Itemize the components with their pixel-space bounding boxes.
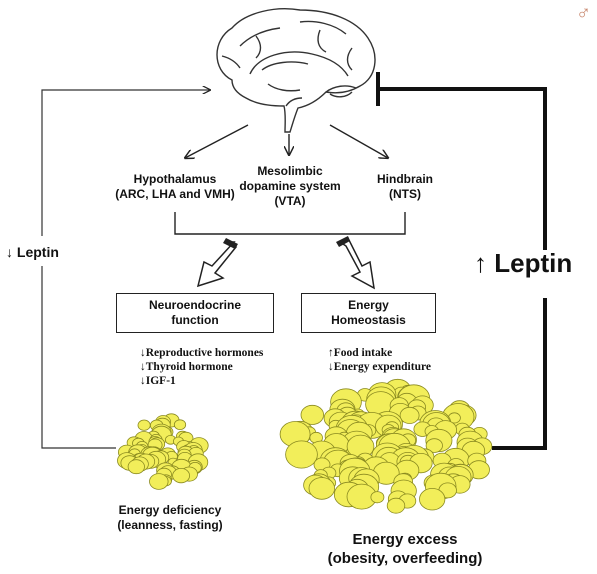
fat-cluster-small bbox=[117, 413, 209, 490]
neuroendocrine-box: Neuroendocrine function bbox=[116, 293, 274, 333]
energy-deficiency-label: Energy deficiency (leanness, fasting) bbox=[117, 503, 223, 532]
low-leptin-label: ↓ Leptin bbox=[6, 244, 59, 260]
hypothalamus-label: Hypothalamus (ARC, LHA and VMH) bbox=[115, 172, 235, 201]
hollow-arrows bbox=[196, 236, 375, 290]
fat-cell bbox=[399, 406, 420, 424]
fat-cell bbox=[425, 438, 443, 453]
fat-cell bbox=[285, 440, 318, 469]
energy-homeostasis-box: Energy Homeostasis bbox=[301, 293, 436, 333]
high-leptin-label: ↑ Leptin bbox=[474, 248, 573, 278]
energy-excess-label: Energy excess (obesity, overfeeding) bbox=[327, 531, 483, 567]
high-leptin-loop bbox=[376, 72, 547, 450]
brain-illustration bbox=[216, 8, 376, 133]
fat-cell bbox=[419, 488, 446, 511]
neuroendocrine-effects: ↓Reproductive hormones ↓Thyroid hormone … bbox=[140, 347, 264, 387]
fat-cell bbox=[308, 477, 336, 500]
hollow-arrow-caps bbox=[223, 236, 350, 249]
fat-cell bbox=[300, 404, 325, 425]
fat-cell bbox=[173, 419, 187, 431]
mesolimbic-label: Mesolimbic dopamine system (VTA) bbox=[239, 164, 341, 208]
energy-effects: ↑Food intake ↓Energy expenditure bbox=[328, 347, 431, 373]
fat-cell bbox=[172, 467, 191, 484]
fat-cell bbox=[370, 491, 385, 504]
region-bracket bbox=[174, 212, 406, 235]
fat-cell bbox=[137, 419, 151, 431]
fat-cell bbox=[127, 459, 145, 475]
fat-cluster-large bbox=[279, 378, 493, 514]
male-symbol-icon: ♂ bbox=[576, 2, 591, 24]
low-leptin-loop bbox=[41, 90, 210, 449]
hindbrain-label: Hindbrain (NTS) bbox=[377, 172, 433, 201]
fat-cell bbox=[149, 473, 169, 490]
fat-cell bbox=[386, 497, 406, 514]
brain-to-region-arrows bbox=[185, 124, 388, 158]
